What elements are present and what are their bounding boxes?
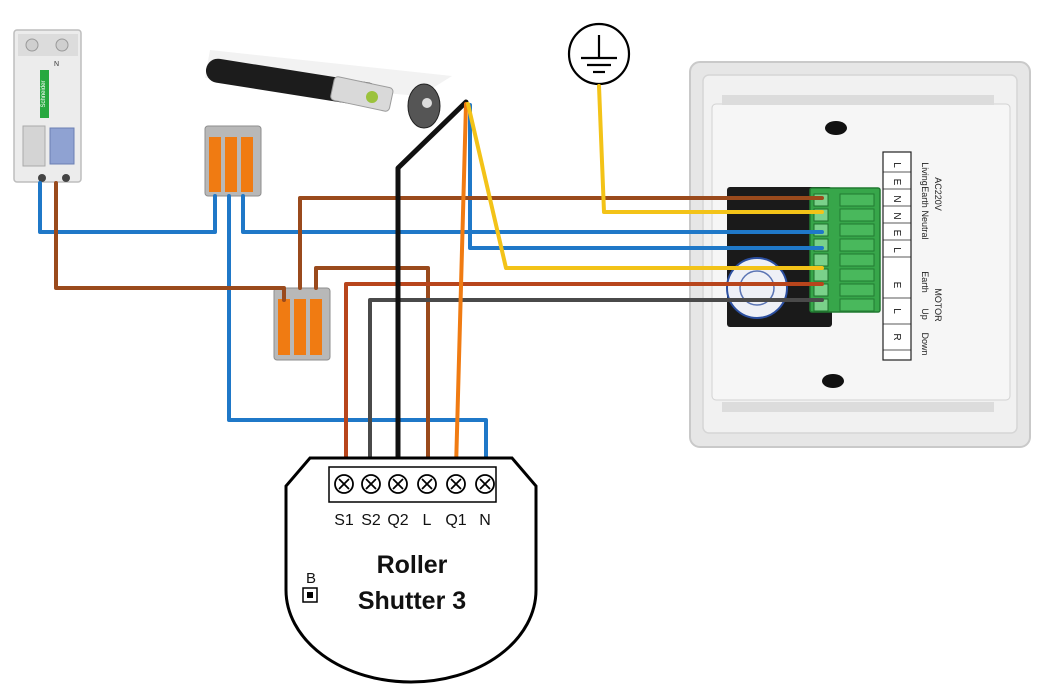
breaker-brand: Schneider <box>41 80 47 107</box>
wire-yellow-motor-to-panel <box>466 102 824 270</box>
terminal-label-strip <box>882 151 912 361</box>
wire-blue-motor-to-panel <box>468 103 824 250</box>
wire-orange-motor-to-q1 <box>454 102 468 470</box>
wire-blue-wago-to-module-n <box>227 194 488 470</box>
wire-grey-s2-to-panel <box>368 298 824 470</box>
screw-hole-bottom <box>822 374 844 388</box>
wago-connector-bottom <box>273 287 331 361</box>
panel-letter-bottom: E <box>891 282 902 289</box>
green-terminal-screw-icon <box>813 268 875 282</box>
terminal-s2-screw-icon <box>361 474 381 494</box>
circuit-breaker: N Schneider <box>13 29 82 183</box>
earth-ground-icon <box>567 22 631 86</box>
green-terminal-screw-icon <box>813 283 875 297</box>
panel-letter-bottom: R <box>891 333 902 340</box>
wire-blue-wago-to-panel <box>241 194 824 234</box>
screw-hole-top <box>825 121 847 135</box>
green-terminal-screw-icon <box>813 223 875 237</box>
terminal-s1-screw-icon <box>334 474 354 494</box>
module-button-label: B <box>306 570 316 587</box>
wires <box>38 84 824 471</box>
wire-brown-wago-to-panel <box>298 196 824 290</box>
panel-letter-bottom: L <box>891 308 902 314</box>
shutter-switch-panel: L E N N E L E L R Living Neutral Earth AC220V MO… <box>689 61 1031 448</box>
wire-yellow-earth-to-panel <box>597 84 824 214</box>
panel-letter-top: L <box>891 162 902 168</box>
panel-header-living: Living <box>920 162 930 186</box>
panel-rail-bottom <box>722 402 994 412</box>
panel-rail-top <box>722 95 994 105</box>
terminal-q1-screw-icon <box>446 474 466 494</box>
motor-head <box>330 76 394 112</box>
terminal-label-l: L <box>423 512 432 529</box>
panel-motor-label: MOTOR <box>933 288 943 322</box>
terminal-label-q1: Q1 <box>445 512 466 529</box>
breaker-brand-strip <box>40 70 49 118</box>
panel-letter-top: N <box>891 195 902 202</box>
module-body <box>284 456 538 684</box>
green-terminal-screw-icon <box>813 253 875 267</box>
terminal-n-screw-icon <box>475 474 495 494</box>
panel-letter-top: L <box>891 247 902 253</box>
terminal-l-screw-icon <box>417 474 437 494</box>
panel-motor-earth: Earth <box>920 271 930 293</box>
terminal-q2-screw-icon <box>388 474 408 494</box>
module-title-line2: Shutter 3 <box>358 587 466 615</box>
panel-header-earth: Earth <box>920 186 930 208</box>
panel-motor-down: Down <box>920 332 930 355</box>
breaker-screw-left <box>25 38 39 52</box>
roller-shutter-motor <box>205 50 452 129</box>
wire-brown-s1-to-panel <box>344 282 824 470</box>
panel-header-neutral: Neutral <box>920 210 930 239</box>
breaker-screw-right <box>55 38 69 52</box>
panel-letter-top: N <box>891 212 902 219</box>
panel-letter-top: E <box>891 230 902 237</box>
terminal-label-q2: Q2 <box>387 512 408 529</box>
panel-motor-up: Up <box>920 308 930 320</box>
wago-connector-top <box>204 125 262 197</box>
breaker-toggle <box>49 127 75 165</box>
terminal-label-s1: S1 <box>334 512 354 529</box>
breaker-top-mark: N <box>54 61 59 68</box>
wire-brown-breaker-to-wago <box>54 181 286 302</box>
module-title-line1: Roller <box>377 551 448 579</box>
roller-shutter-module: S1 S2 Q2 L Q1 N Roller Shutter 3 B <box>284 456 538 684</box>
module-terminal-block <box>328 466 497 503</box>
wire-blue-breaker-to-wago <box>38 181 217 234</box>
wire-black-motor-to-q2 <box>395 99 469 471</box>
green-terminal-screw-icon <box>813 193 875 207</box>
panel-header-ac220v: AC220V <box>933 177 943 211</box>
terminal-label-s2: S2 <box>361 512 381 529</box>
terminal-label-n: N <box>479 512 491 529</box>
wire-brown-wago-to-module-l <box>314 266 430 470</box>
relay-sticker <box>726 257 788 319</box>
panel-letter-top: E <box>891 179 902 186</box>
